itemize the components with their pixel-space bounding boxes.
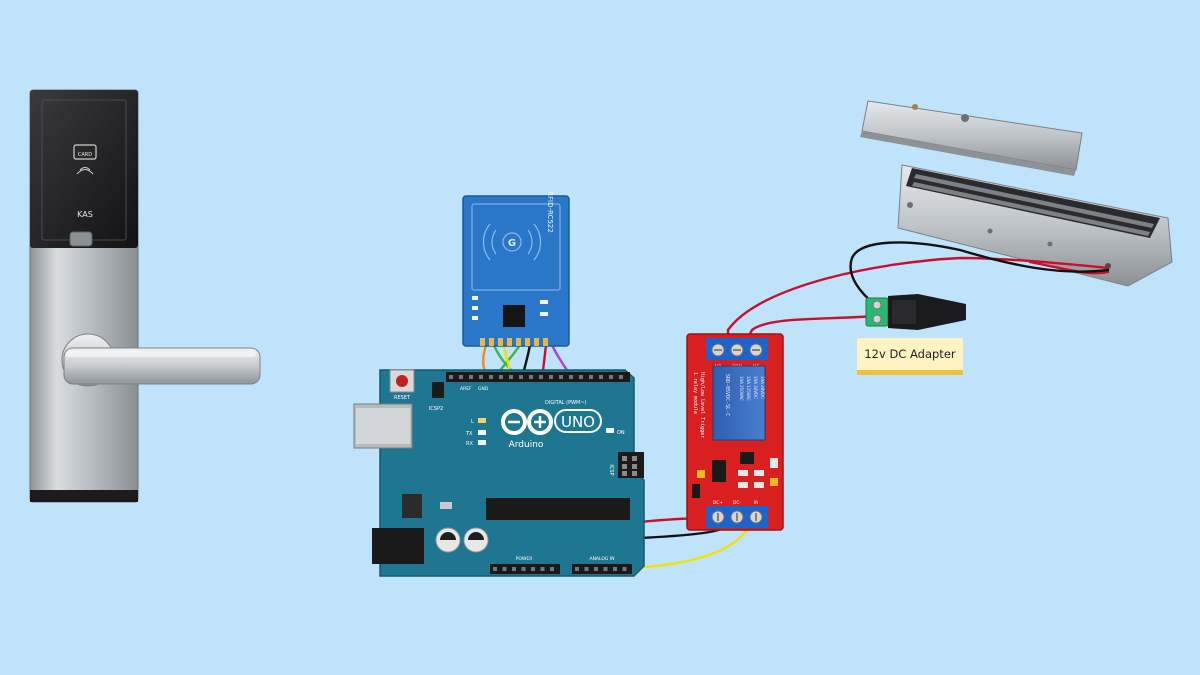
header-pin [549, 375, 553, 379]
adapter-label: 12v DC Adapter [864, 347, 956, 361]
door-handle[interactable] [61, 333, 261, 387]
rfid-module: G RFID-RC522 [462, 191, 570, 347]
card-reader-icon [73, 144, 97, 175]
door-lock: CARD KAS [29, 89, 261, 503]
header-pin [569, 375, 573, 379]
door-lock-brand: KAS [77, 210, 93, 219]
relay-led [697, 470, 705, 478]
uno-logo-text: UNO [561, 413, 595, 431]
header-pin [502, 567, 507, 571]
header-pin [619, 375, 623, 379]
rfid-label: RFID-RC522 [546, 191, 554, 233]
analog-label: ANALOG IN [589, 556, 614, 562]
reset-button[interactable] [396, 375, 408, 387]
svg-text:G: G [508, 238, 516, 249]
relay-cube [712, 365, 766, 441]
dc-adapter-jack [865, 294, 966, 330]
relay-side-text-2: High/Low Level Trigger [699, 372, 705, 438]
header-pin [584, 567, 589, 571]
header-pin [529, 375, 533, 379]
arduino-uno: RESET AREF GND DIGITAL (PWM~) ICSP2 L TX… [353, 369, 645, 577]
arduino-brand: Arduino [509, 440, 544, 450]
header-pin [599, 375, 603, 379]
header-pin [493, 567, 497, 571]
header-pin [589, 375, 593, 379]
icsp-header [618, 452, 644, 478]
wire-maglock-black-to-adapter [849, 241, 1110, 306]
header-pin [539, 375, 543, 379]
header-pin [509, 375, 513, 379]
header-pin [459, 375, 463, 379]
header-pin [579, 375, 583, 379]
adapter-label-note: 12v DC Adapter [857, 338, 963, 375]
header-pin [594, 567, 598, 571]
icsp-label: ICSP [608, 464, 614, 475]
rfid-antenna-icon [482, 223, 542, 261]
arduino-logo-icon [501, 409, 553, 435]
relay-model: SRD-05VDC-SL-C [724, 374, 730, 416]
header-pin [622, 567, 627, 571]
digital-label: DIGITAL (PWM~) [545, 400, 587, 406]
header-pin [499, 375, 503, 379]
header-pin [575, 567, 579, 571]
header-pin [550, 567, 554, 571]
header-pin [609, 375, 613, 379]
header-pin [559, 375, 563, 379]
wire-adapter-red-to-relay-com [743, 314, 876, 345]
electromagnet-body [897, 164, 1173, 287]
header-pin [521, 567, 526, 571]
wire-maglock-red-to-relay-no [726, 256, 1110, 345]
gnd-label: GND [478, 386, 489, 392]
tx-label: TX [465, 431, 473, 437]
digital-header [446, 372, 630, 382]
atmega-chip [486, 498, 630, 520]
door-lock-card-panel [30, 90, 138, 248]
l-label: L [471, 419, 474, 425]
relay-terminal-dcplus: DC+ [713, 500, 724, 506]
power-jack[interactable] [372, 528, 424, 564]
relay-side-text-1: 1 relay module [692, 372, 698, 414]
header-pin [603, 567, 608, 571]
on-label: ON [617, 430, 625, 436]
header-pin [489, 375, 493, 379]
aref-label: AREF [460, 386, 472, 392]
header-pin [479, 375, 483, 379]
relay-terminal-in: IN [754, 500, 759, 506]
analog-header [572, 564, 632, 574]
header-pin [531, 567, 535, 571]
rfid-pins [480, 338, 548, 346]
relay-terminal-dcminus: DC- [733, 500, 742, 506]
relay-rating-4: 10A 28VDC [760, 376, 765, 399]
digital-header-pins [449, 375, 623, 379]
armature-plate [860, 100, 1083, 176]
header-pin [512, 567, 516, 571]
card-label: CARD [78, 152, 92, 158]
relay-rating-1: 10A 250VAC [739, 376, 744, 401]
bottom-header-pins [493, 567, 627, 571]
relay-rating-3: 10A 30VDC [753, 376, 758, 399]
rfid-chip [503, 305, 525, 327]
magnetic-lock [860, 100, 1173, 287]
power-label: POWER [516, 556, 533, 562]
reset-label: RESET [394, 395, 411, 401]
relay-rating-2: 10A 125VAC [746, 376, 751, 401]
header-pin [613, 567, 617, 571]
header-pin [519, 375, 523, 379]
icsp2-label: ICSP2 [429, 406, 443, 412]
relay-module: NO COM NC SRD-05VDC-SL-C 10A 250VAC 10A … [686, 333, 784, 531]
header-pin [540, 567, 545, 571]
rx-label: RX [466, 441, 473, 447]
header-pin [449, 375, 453, 379]
header-pin [469, 375, 473, 379]
